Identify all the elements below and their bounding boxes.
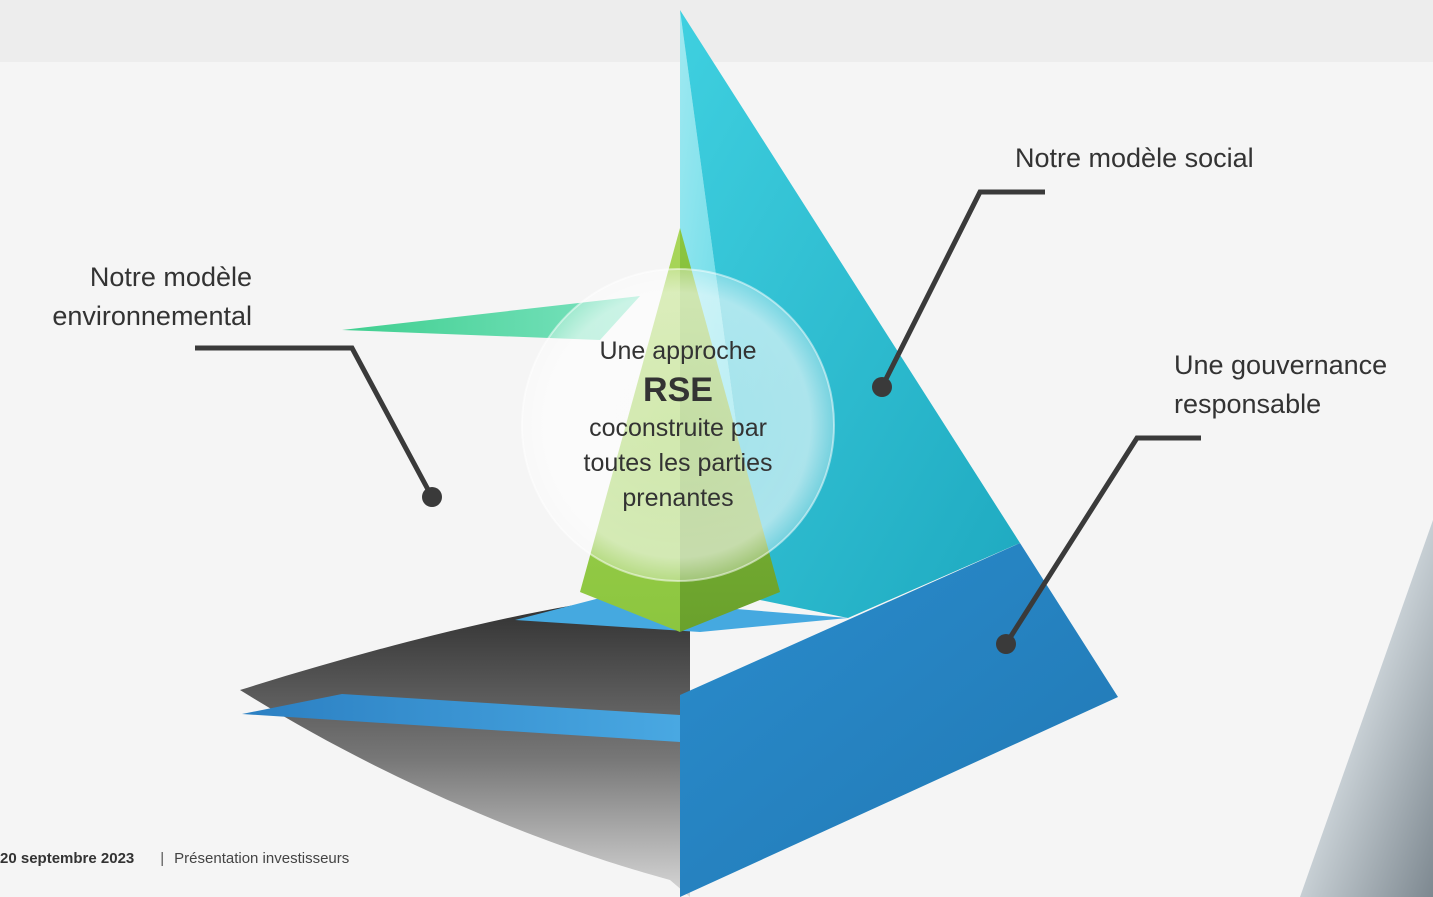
environmental-label: Notre modèle environnemental: [0, 258, 252, 336]
header-band: [0, 0, 1433, 62]
governance-leader-dot: [996, 634, 1016, 654]
center-text: Une approche RSE coconstruite par toutes…: [548, 334, 808, 516]
governance-label-line2: responsable: [1174, 389, 1322, 419]
footer-separator: |: [160, 850, 165, 867]
pyramid-shadow: [240, 590, 690, 897]
social-leader-line: [879, 189, 1045, 389]
footer: 20 septembre 2023 | Présentation investiss…: [0, 850, 349, 867]
environmental-leader-dot: [422, 487, 442, 507]
environmental-label-line1: Notre modèle: [89, 262, 252, 292]
governance-label-line1: Une gouvernance: [1174, 350, 1388, 380]
center-line4: prenantes: [622, 484, 734, 512]
side-photo-sliver: [1300, 520, 1433, 897]
center-line1: Une approche: [599, 337, 757, 365]
center-highlight: RSE: [643, 371, 713, 409]
environmental-label-line2: environnemental: [52, 301, 252, 331]
blue-left-sliver: [242, 694, 680, 742]
social-label: Notre modèle social: [1015, 143, 1254, 173]
center-line3: toutes les parties: [583, 449, 773, 477]
center-circle: [521, 268, 835, 582]
footer-title: Présentation investisseurs: [174, 850, 350, 867]
footer-date: 20 septembre 2023: [0, 850, 135, 867]
center-line2: coconstruite par: [589, 414, 767, 442]
governance-label: Une gouvernance responsable: [1174, 346, 1433, 424]
social-leader-dot: [872, 377, 892, 397]
governance-leader-line: [1003, 435, 1201, 646]
blue-governance-face: [680, 543, 1118, 897]
environmental-leader-line: [195, 345, 435, 499]
